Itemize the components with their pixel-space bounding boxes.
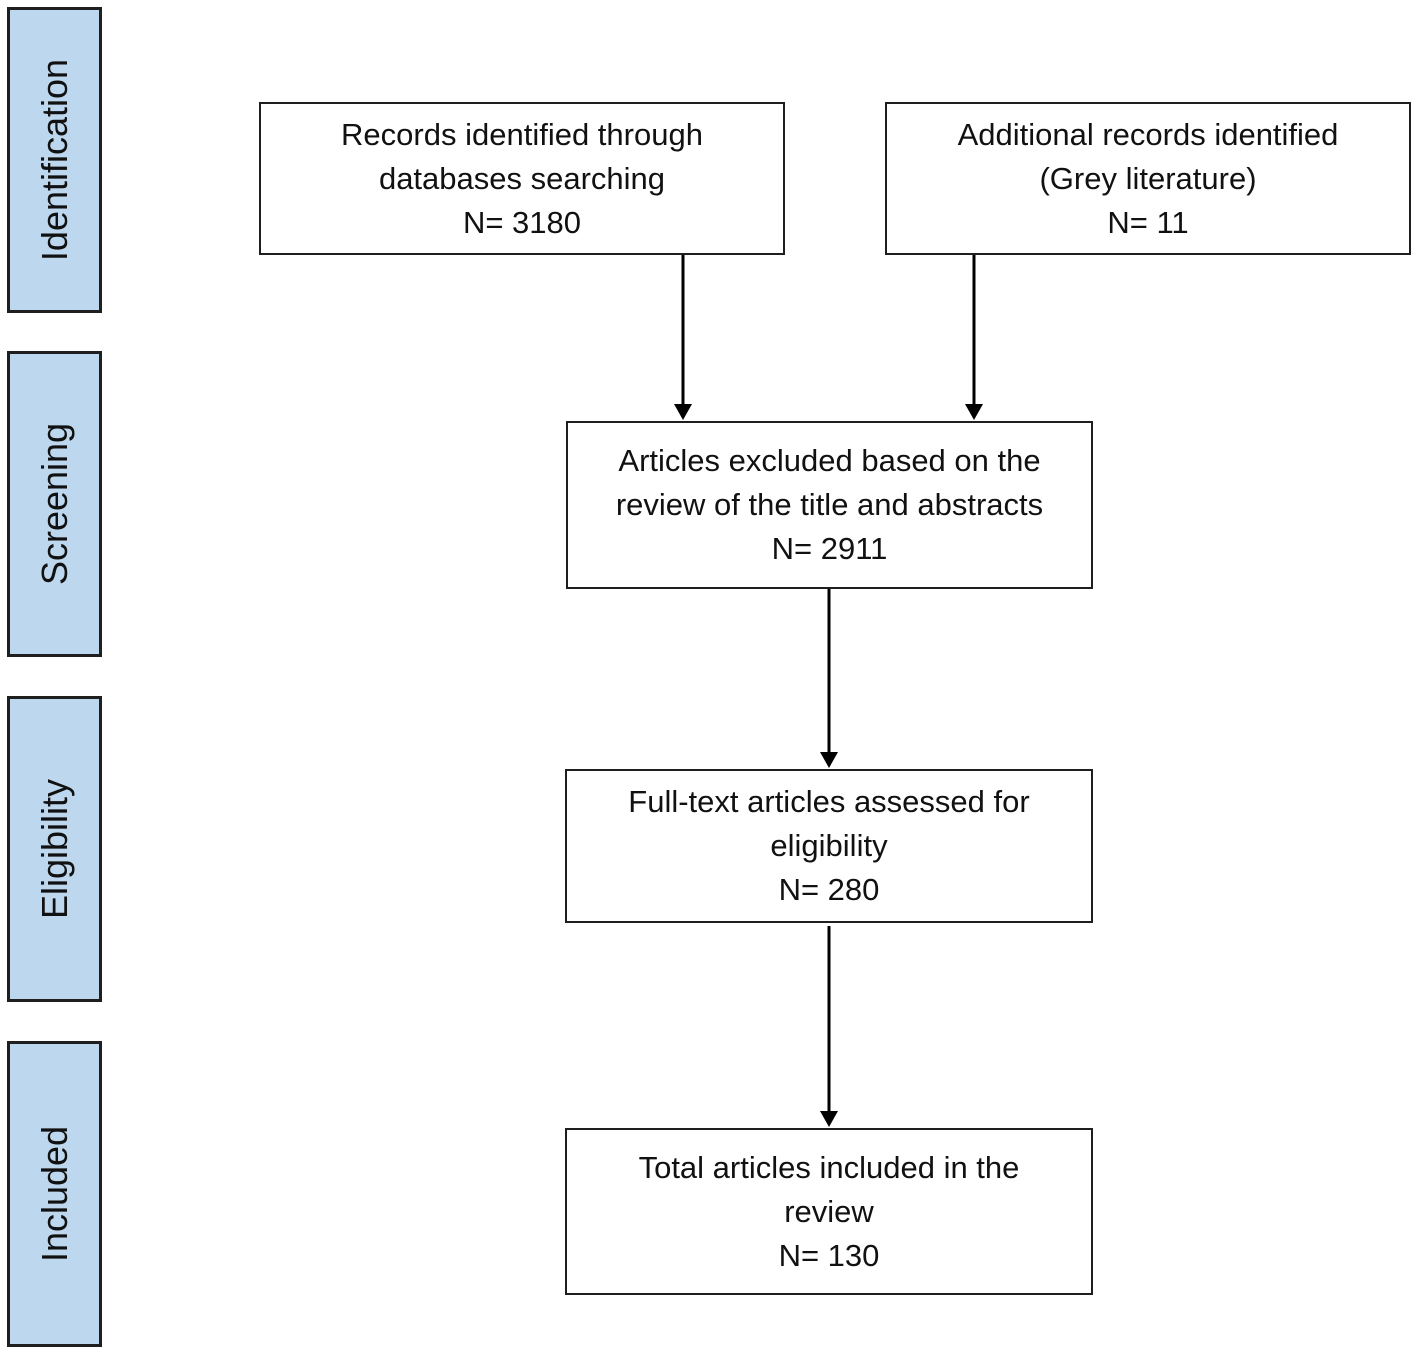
records-databases-box: Records identified through databases sea…	[259, 102, 785, 255]
total-included-line1: Total articles included in the	[638, 1149, 1020, 1185]
fulltext-assessed-line1: Full-text articles assessed for	[628, 784, 1030, 819]
excluded-title-abstract-line1: Articles excluded based on the	[618, 443, 1041, 478]
records-databases-line2: databases searching	[378, 160, 666, 196]
fulltext-assessed-line2: eligibility	[770, 828, 888, 863]
additional-records-line1: Additional records identified	[957, 116, 1339, 152]
arrow-databases-to-excluded	[674, 255, 692, 420]
records-databases-line1: Records identified through	[341, 116, 703, 152]
stage-eligibility: Eligibility	[7, 696, 102, 1002]
records-databases-count: N= 3180	[462, 204, 582, 240]
excluded-title-abstract-count: N= 2911	[771, 531, 888, 566]
additional-records-box: Additional records identified (Grey lite…	[885, 102, 1411, 255]
stage-included: Included	[7, 1041, 102, 1347]
arrow-additional-to-excluded	[965, 255, 983, 420]
total-included-box: Total articles included in the review N=…	[565, 1128, 1093, 1295]
fulltext-assessed-count: N= 280	[778, 872, 880, 907]
stage-screening: Screening	[7, 351, 102, 657]
additional-records-count: N= 11	[1107, 204, 1189, 240]
fulltext-assessed-box: Full-text articles assessed for eligibil…	[565, 769, 1093, 923]
additional-records-line2: (Grey literature)	[1039, 160, 1257, 196]
total-included-line2: review	[784, 1193, 874, 1229]
total-included-count: N= 130	[778, 1237, 880, 1273]
excluded-title-abstract-box: Articles excluded based on the review of…	[566, 421, 1093, 589]
arrow-excluded-to-fulltext	[820, 589, 838, 768]
excluded-title-abstract-line2: review of the title and abstracts	[615, 487, 1044, 522]
stage-identification: Identification	[7, 7, 102, 313]
arrow-fulltext-to-included	[820, 926, 838, 1127]
